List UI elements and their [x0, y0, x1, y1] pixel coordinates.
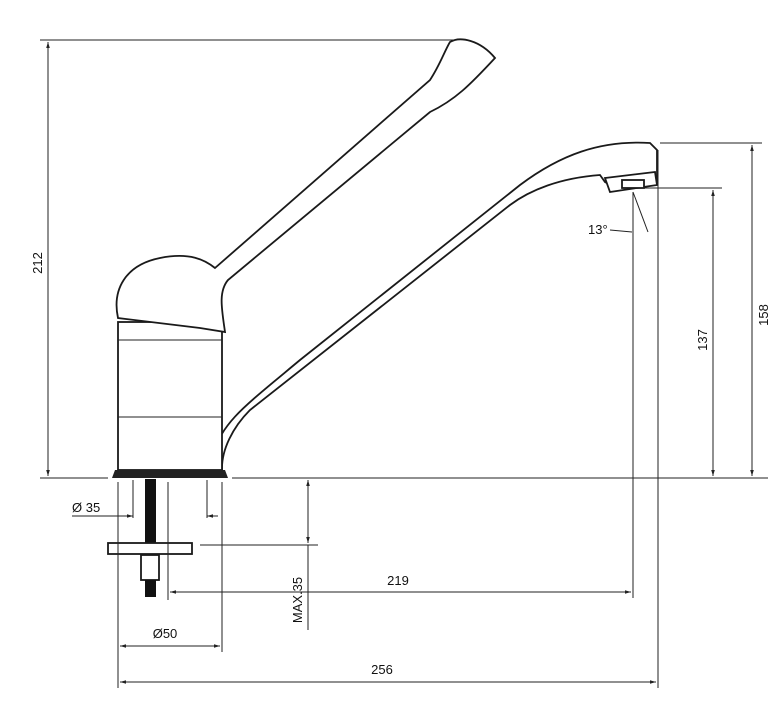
aerator-height-label: 137: [695, 329, 710, 351]
rod-end: [145, 580, 156, 597]
base-ring: [112, 470, 228, 478]
base-diameter-label: Ø50: [153, 626, 178, 641]
mounting-hardware: [107, 479, 208, 597]
total-length-label: 256: [371, 662, 393, 677]
faucet-outline: [112, 38, 659, 478]
extension-lines: [40, 39, 768, 688]
nut: [140, 554, 160, 581]
hose-diameter-label: Ø 35: [72, 500, 100, 515]
dimension-lines: [46, 42, 754, 684]
aerator-insert: [621, 179, 645, 189]
spout-angle-label: 13°: [588, 222, 608, 237]
washer: [107, 542, 193, 555]
spout-height-label: 158: [756, 304, 771, 326]
mixer-body: [117, 321, 223, 471]
total-height-label: 212: [30, 252, 45, 274]
lever-handle: [115, 38, 497, 334]
max-deck-thickness-label: MAX.35: [290, 577, 305, 623]
spout: [210, 141, 658, 471]
threaded-rod: [145, 479, 156, 544]
spout-reach-label: 219: [387, 573, 409, 588]
